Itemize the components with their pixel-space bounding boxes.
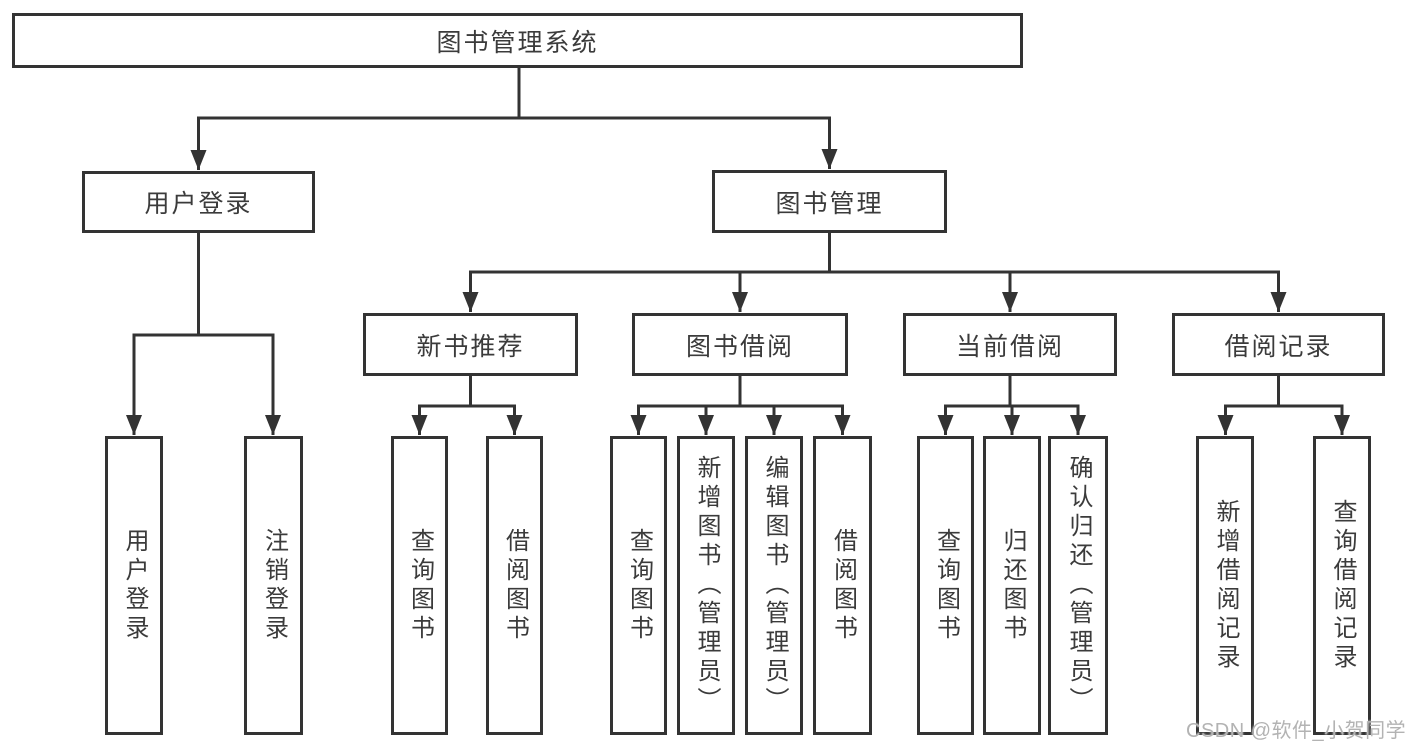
leaf-nbr-query-books: 查询图书 [391,436,448,735]
watermark: CSDN @软件_小贺同学 [1186,720,1405,742]
leaf-br-add-record: 新增借阅记录 [1196,436,1254,735]
leaf-user-login: 用户登录 [105,436,163,735]
leaf-cb-confirm-return-admin: 确认归还（管理员） [1048,436,1108,735]
node-new-book-recommend: 新书推荐 [363,313,578,376]
leaf-bb-add-books-admin: 新增图书（管理员） [677,436,735,735]
leaf-nbr-borrow-books: 借阅图书 [486,436,543,735]
leaf-logout: 注销登录 [244,436,303,735]
leaf-bb-borrow-books: 借阅图书 [813,436,872,735]
leaf-bb-query-books: 查询图书 [610,436,667,735]
leaf-br-query-record: 查询借阅记录 [1313,436,1371,735]
node-book-borrowing: 图书借阅 [632,313,848,376]
leaf-bb-edit-books-admin: 编辑图书（管理员） [745,436,803,735]
leaf-cb-return-books: 归还图书 [983,436,1041,735]
node-root-system: 图书管理系统 [12,13,1023,68]
node-book-management: 图书管理 [712,170,947,233]
node-borrow-records: 借阅记录 [1172,313,1385,376]
node-user-login: 用户登录 [82,171,315,233]
leaf-cb-query-books: 查询图书 [917,436,974,735]
node-current-borrowing: 当前借阅 [903,313,1117,376]
